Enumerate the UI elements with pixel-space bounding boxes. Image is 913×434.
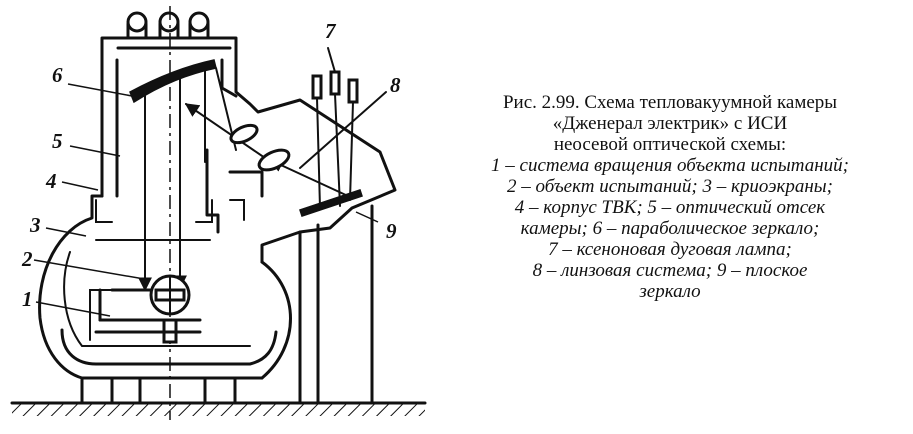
figure-caption: Рис. 2.99. Схема тепловакуумной камеры «… <box>436 92 904 302</box>
callout-7: 7 <box>325 19 337 43</box>
callout-5: 5 <box>52 129 63 153</box>
callout-9: 9 <box>386 219 397 243</box>
xenon-lamps <box>311 47 359 209</box>
callout-4: 4 <box>45 169 57 193</box>
caption-title: Рис. 2.99. Схема тепловакуумной камеры <box>502 92 838 113</box>
flat-mirror <box>299 189 363 217</box>
caption-title-3: неосевой оптической схемы: <box>553 134 787 155</box>
caption-legend-line: 2 – объект испытаний; 3 – криоэкраны; <box>506 176 833 197</box>
caption-legend-line: 4 – корпус ТВК; 5 – оптический отсек <box>514 197 826 218</box>
caption-legend-line: 1 – система вращения объекта испытаний; <box>491 155 849 176</box>
caption-legend-line: камеры; 6 – параболическое зеркало; <box>520 218 820 239</box>
caption-legend-line: 7 – ксеноновая дуговая лампа; <box>548 239 792 260</box>
parabolic-mirror <box>129 59 217 104</box>
callout-6: 6 <box>52 63 63 87</box>
cryo-screens <box>63 199 251 347</box>
caption-title-2: «Дженерал электрик» с ИСИ <box>552 113 788 134</box>
rotation-system <box>94 288 202 344</box>
callout-1: 1 <box>22 287 33 311</box>
callout-2: 2 <box>21 247 33 271</box>
light-beams <box>138 63 349 292</box>
chamber-body <box>38 36 397 404</box>
caption-legend-line: зеркало <box>639 281 701 302</box>
ground <box>10 401 427 416</box>
test-object <box>149 274 191 316</box>
lens-system <box>229 91 387 172</box>
caption-legend-line: 8 – линзовая система; 9 – плоское <box>532 260 808 281</box>
callout-8: 8 <box>390 73 401 97</box>
leader-lines <box>33 83 379 317</box>
top-pumps <box>116 11 232 50</box>
callout-3: 3 <box>29 213 41 237</box>
